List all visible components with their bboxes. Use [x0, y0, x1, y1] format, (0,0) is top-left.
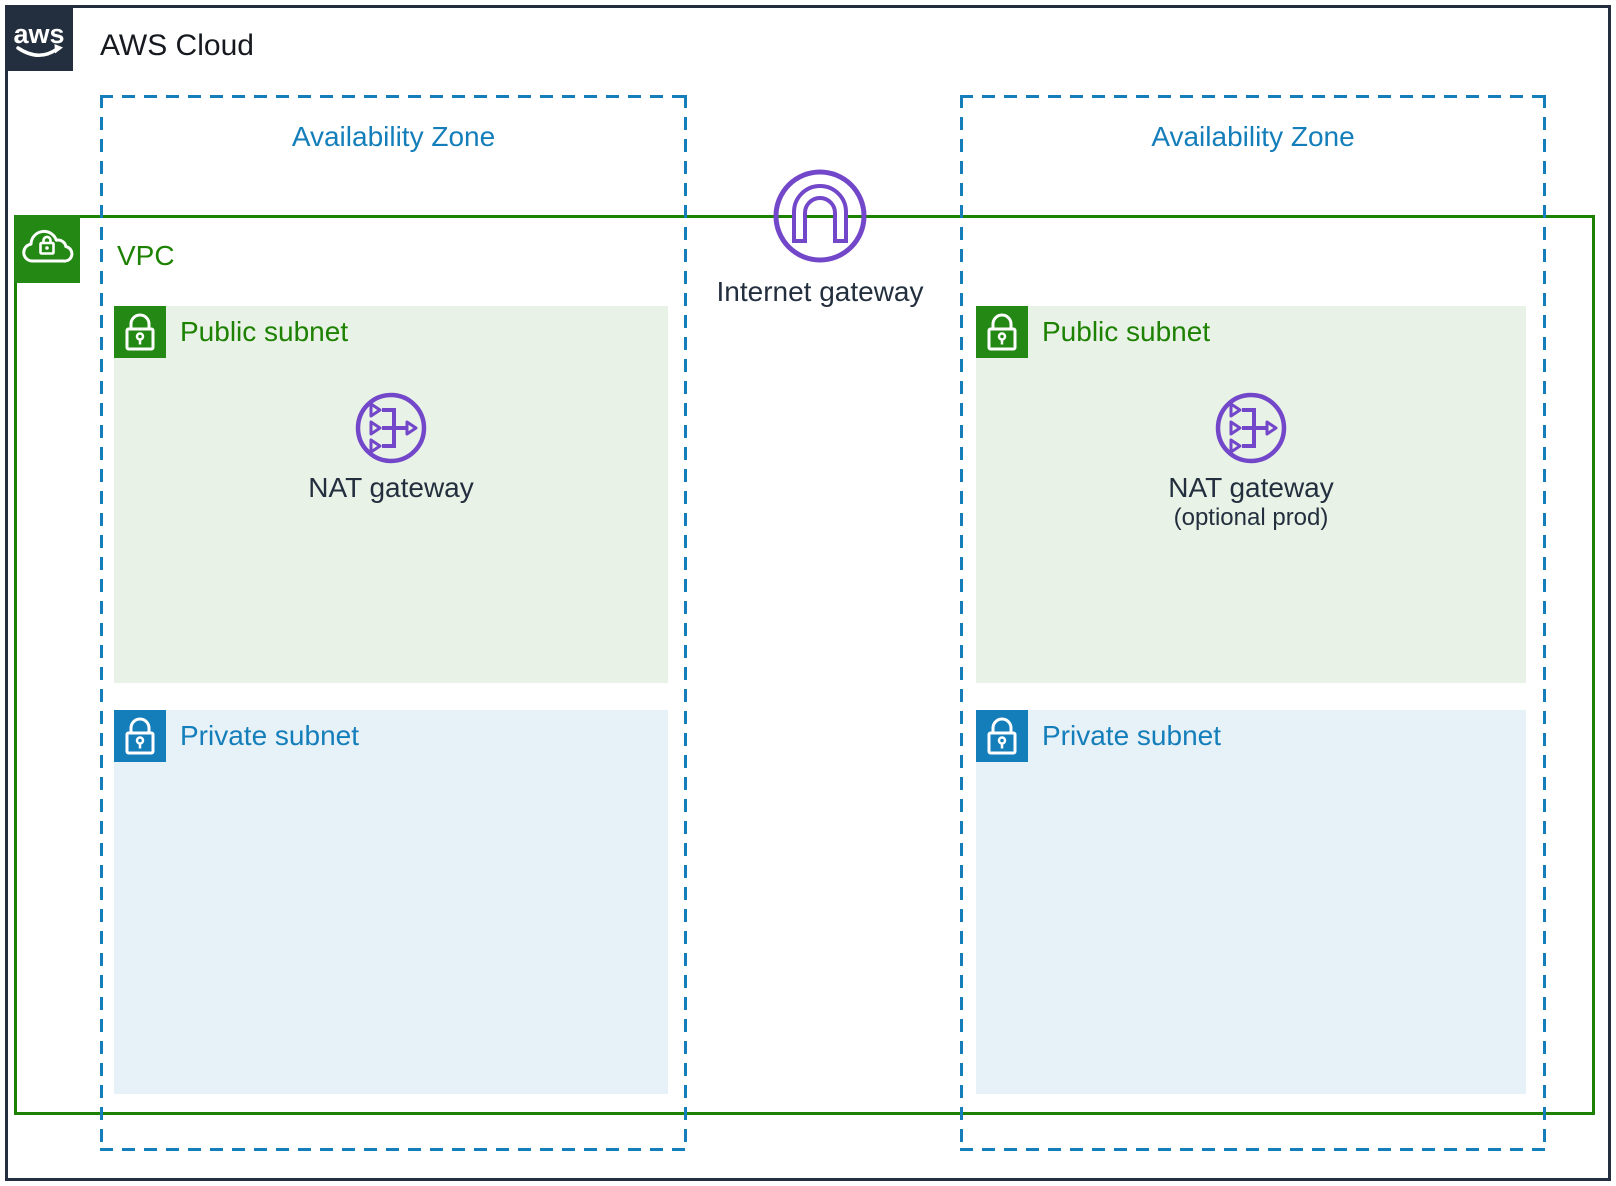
aws-smile-logo-icon: aws — [13, 19, 65, 57]
private-subnet-2: Private subnet — [976, 710, 1526, 1094]
vpc-icon — [14, 215, 80, 283]
private-subnet-icon — [114, 710, 166, 762]
aws-logo-text: aws — [13, 19, 64, 49]
lock-icon — [125, 717, 155, 755]
internet-gateway-label: Internet gateway — [716, 276, 924, 307]
availability-zone-label: Availability Zone — [1151, 121, 1355, 152]
public-subnet-icon — [114, 306, 166, 358]
lock-icon — [125, 313, 155, 351]
cloud-lock-icon — [22, 229, 74, 263]
page-title: AWS Cloud — [100, 29, 254, 62]
nat-gateway-1: NAT gateway — [114, 390, 668, 504]
internet-gateway-icon — [773, 169, 867, 263]
public-subnet-label: Public subnet — [180, 316, 349, 347]
private-subnet-label: Private subnet — [180, 720, 359, 751]
nat-gateway-2: NAT gateway (optional prod) — [976, 390, 1526, 532]
public-subnet-icon — [976, 306, 1028, 358]
nat-gateway-label: NAT gateway — [308, 472, 474, 503]
public-subnet-2: Public subnet NAT gateway (optional prod… — [976, 306, 1526, 683]
lock-icon — [987, 717, 1017, 755]
availability-zone-2: Availability Zone Public subnet NAT gate… — [960, 95, 1546, 1151]
aws-smile-swoosh-icon — [16, 46, 59, 57]
availability-zone-label: Availability Zone — [291, 121, 496, 152]
aws-cloud-border — [5, 5, 1611, 1181]
private-subnet-icon — [976, 710, 1028, 762]
availability-zone-1: Availability Zone Public subnet NAT gate… — [100, 95, 687, 1151]
public-subnet-1: Public subnet NAT gateway — [114, 306, 668, 683]
aws-smile-arrow-icon — [54, 44, 63, 54]
lock-icon — [987, 313, 1017, 351]
nat-gateway-icon — [355, 392, 427, 464]
private-subnet-label: Private subnet — [1042, 720, 1221, 751]
nat-gateway-label: NAT gateway — [1168, 472, 1334, 503]
private-subnet-1: Private subnet — [114, 710, 668, 1094]
nat-gateway-icon — [1215, 392, 1287, 464]
internet-gateway: Internet gateway — [690, 166, 950, 308]
aws-logo: aws — [5, 5, 73, 71]
nat-gateway-sublabel: (optional prod) — [1173, 504, 1329, 531]
public-subnet-label: Public subnet — [1042, 316, 1211, 347]
